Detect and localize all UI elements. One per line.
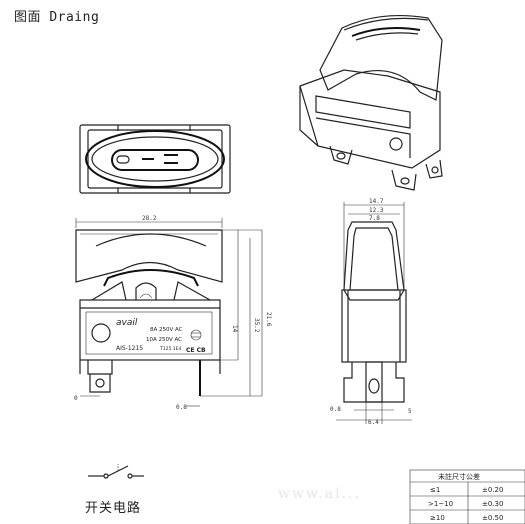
front-view [75,229,223,396]
dim-side-terminal: 5 [408,408,412,415]
dim-front-terminal-x: 0 [74,395,78,402]
brand-label: avail [116,318,138,328]
isometric-view [299,14,443,191]
dim-front-height-total: 35.2 [253,318,260,333]
dim-front-height-side: 21.6 [265,312,272,327]
tolerance-table [409,469,525,524]
rating-line-2: 10A 250V AC [146,337,182,343]
drawing-title: 图面 Draing [14,10,100,25]
dim-front-width: 28.2 [142,215,157,222]
tolerance-value-1: ±0.20 [482,486,503,494]
dim-side-terminal-gap: 0.8 [330,406,341,413]
circuit-label: 开关电路 [85,501,142,516]
tolerance-value-3: ±0.50 [482,514,503,522]
dim-front-height-body: 14 [231,325,238,333]
dim-side-width-3: 7.8 [369,215,380,222]
front-dimensions [75,218,263,407]
side-view [341,221,407,403]
tolerance-value-2: ±0.30 [482,500,503,508]
switch-circuit-symbol [88,464,144,479]
watermark-text: www.ai... [278,486,361,502]
dim-side-width-2: 12.3 [369,207,384,214]
dim-side-width-bottom: 6.4 [368,419,379,426]
top-view [79,124,231,194]
dim-side-width-top: 14.7 [369,198,384,205]
tolerance-range-2: >1~10 [428,500,453,508]
dim-front-terminal-offset: 0.8 [176,404,187,411]
tolerance-range-1: ≤1 [430,486,440,494]
rating-line-3: T125 1E4 [159,346,181,352]
side-dimensions [336,202,412,424]
tolerance-header: 未註尺寸公差 [438,472,480,481]
rating-line-1: 8A 250V AC [150,327,183,333]
tolerance-range-3: ≥10 [430,514,445,522]
model-label: AIS-1215 [116,345,143,352]
cert-marks: CE CB [186,347,206,354]
